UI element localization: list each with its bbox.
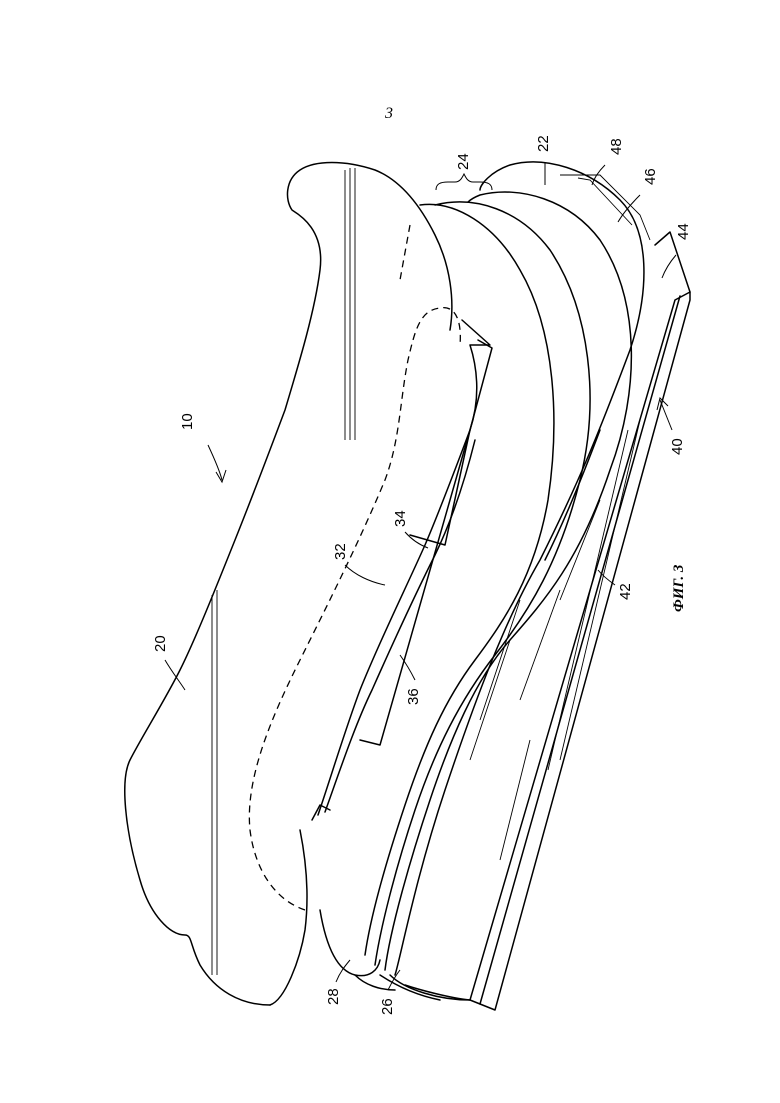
sole-assembly [470,232,690,1010]
page-number: 3 [384,105,393,122]
svg-text:44: 44 [675,223,692,240]
svg-text:48: 48 [608,138,625,155]
svg-text:26: 26 [379,998,396,1015]
svg-text:42: 42 [617,583,634,600]
label-24: 24 [436,153,492,190]
label-48: 48 [592,138,625,185]
svg-text:36: 36 [405,688,422,705]
label-10: 10 [179,413,226,482]
svg-text:34: 34 [392,510,409,527]
svg-text:22: 22 [535,135,552,152]
svg-text:20: 20 [152,635,169,652]
label-20: 20 [152,635,185,690]
label-28: 28 [325,960,350,1005]
label-34: 34 [392,510,428,548]
svg-text:40: 40 [669,438,686,455]
svg-text:32: 32 [332,543,349,560]
layer-group-24 [320,192,631,1000]
svg-text:10: 10 [179,413,196,430]
svg-text:28: 28 [325,988,342,1005]
svg-text:24: 24 [455,153,472,170]
svg-text:46: 46 [642,168,659,185]
layer-22 [395,162,650,1000]
label-22: 22 [535,135,552,185]
top-layer-20 [125,163,452,1006]
figure-caption: ФИГ. 3 [671,564,687,612]
